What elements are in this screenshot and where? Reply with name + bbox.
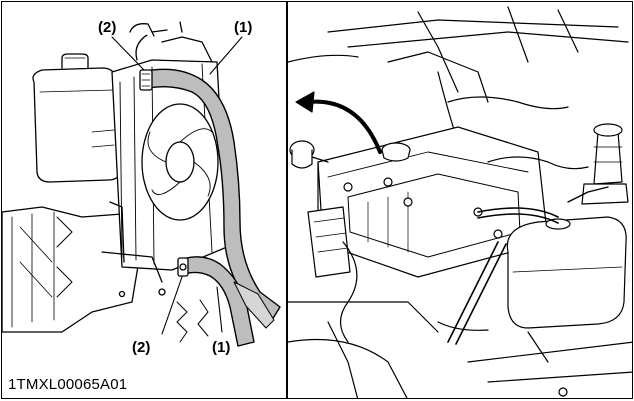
- right-panel-engine-view: [287, 1, 633, 399]
- callout-top-hose: (1): [234, 19, 253, 36]
- radiator-illustration: [2, 21, 281, 347]
- figure-code: 1TMXL00065A01: [8, 376, 128, 393]
- callout-bottom-hose: (1): [212, 339, 231, 356]
- left-panel-radiator-view: (2) (1) (2) (1) 1TMXL00065A01: [1, 1, 287, 399]
- callout-top-clamp: (2): [98, 19, 117, 36]
- engine-bay-illustration: [288, 6, 632, 398]
- callout-bottom-clamp: (2): [132, 339, 151, 356]
